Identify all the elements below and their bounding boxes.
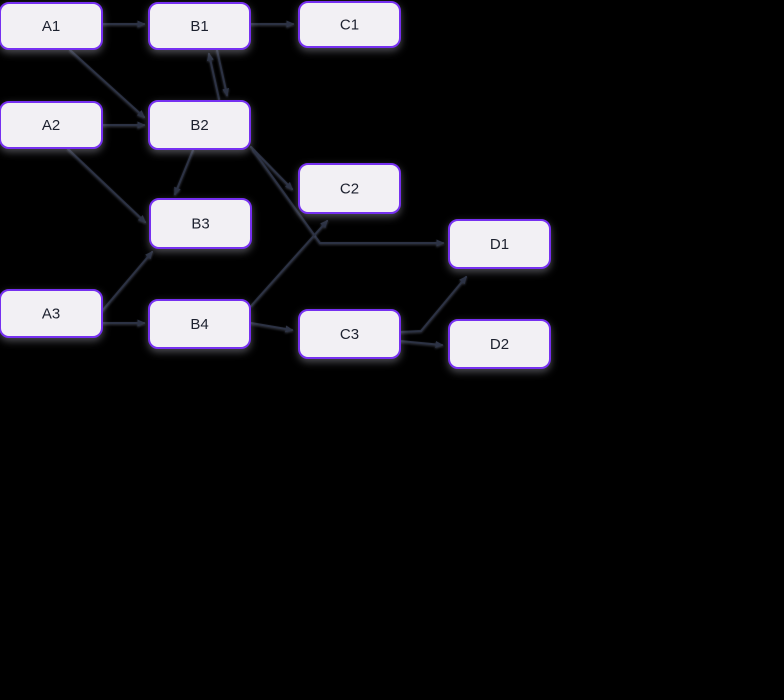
node-D2: D2 [448, 319, 551, 369]
node-label-A2: A2 [42, 117, 60, 134]
node-box-B2 [148, 100, 251, 150]
edge-B2-C2 [250, 146, 294, 191]
node-A2: A2 [0, 101, 103, 149]
node-label-C1: C1 [340, 16, 359, 33]
node-label-A3: A3 [42, 305, 60, 322]
node-label-B4: B4 [190, 316, 208, 333]
node-box-B4 [148, 299, 251, 349]
edge-A1-B2 [69, 49, 146, 119]
node-box-B3 [149, 198, 252, 249]
node-box-C1 [298, 1, 401, 48]
edge-C3-D2 [399, 340, 444, 348]
node-box-C2 [298, 163, 401, 214]
node-B1: B1 [148, 2, 251, 50]
node-C2: C2 [298, 163, 401, 214]
node-B3: B3 [149, 198, 252, 249]
node-label-C3: C3 [340, 326, 359, 343]
edge-B2-B3 [174, 149, 194, 196]
node-box-A1 [0, 2, 103, 50]
node-box-D1 [448, 219, 551, 269]
node-box-A3 [0, 289, 103, 338]
node-A1: A1 [0, 2, 103, 50]
node-B4: B4 [148, 299, 251, 349]
edge-B4-C2 [250, 219, 328, 307]
edges-layer [67, 20, 467, 348]
edge-B4-C3 [250, 322, 294, 333]
node-B2: B2 [148, 100, 251, 150]
edge-A2-B3 [67, 148, 147, 224]
node-label-D1: D1 [490, 236, 509, 253]
node-label-B3: B3 [191, 215, 209, 232]
node-label-B2: B2 [190, 117, 208, 134]
node-A3: A3 [0, 289, 103, 338]
node-D1: D1 [448, 219, 551, 269]
edge-C3-D1 [399, 275, 467, 333]
edge-B2-B1 [206, 52, 220, 100]
edge-B1-B2 [216, 49, 230, 97]
edge-B2-D1 [252, 149, 445, 247]
node-label-C2: C2 [340, 180, 359, 197]
node-label-A1: A1 [42, 18, 60, 35]
node-C1: C1 [298, 1, 401, 48]
node-box-D2 [448, 319, 551, 369]
node-label-D2: D2 [490, 336, 509, 353]
node-C3: C3 [298, 309, 401, 359]
node-box-A2 [0, 101, 103, 149]
node-label-B1: B1 [190, 18, 208, 35]
edge-A3-B3 [101, 250, 153, 312]
node-box-C3 [298, 309, 401, 359]
node-box-B1 [148, 2, 251, 50]
